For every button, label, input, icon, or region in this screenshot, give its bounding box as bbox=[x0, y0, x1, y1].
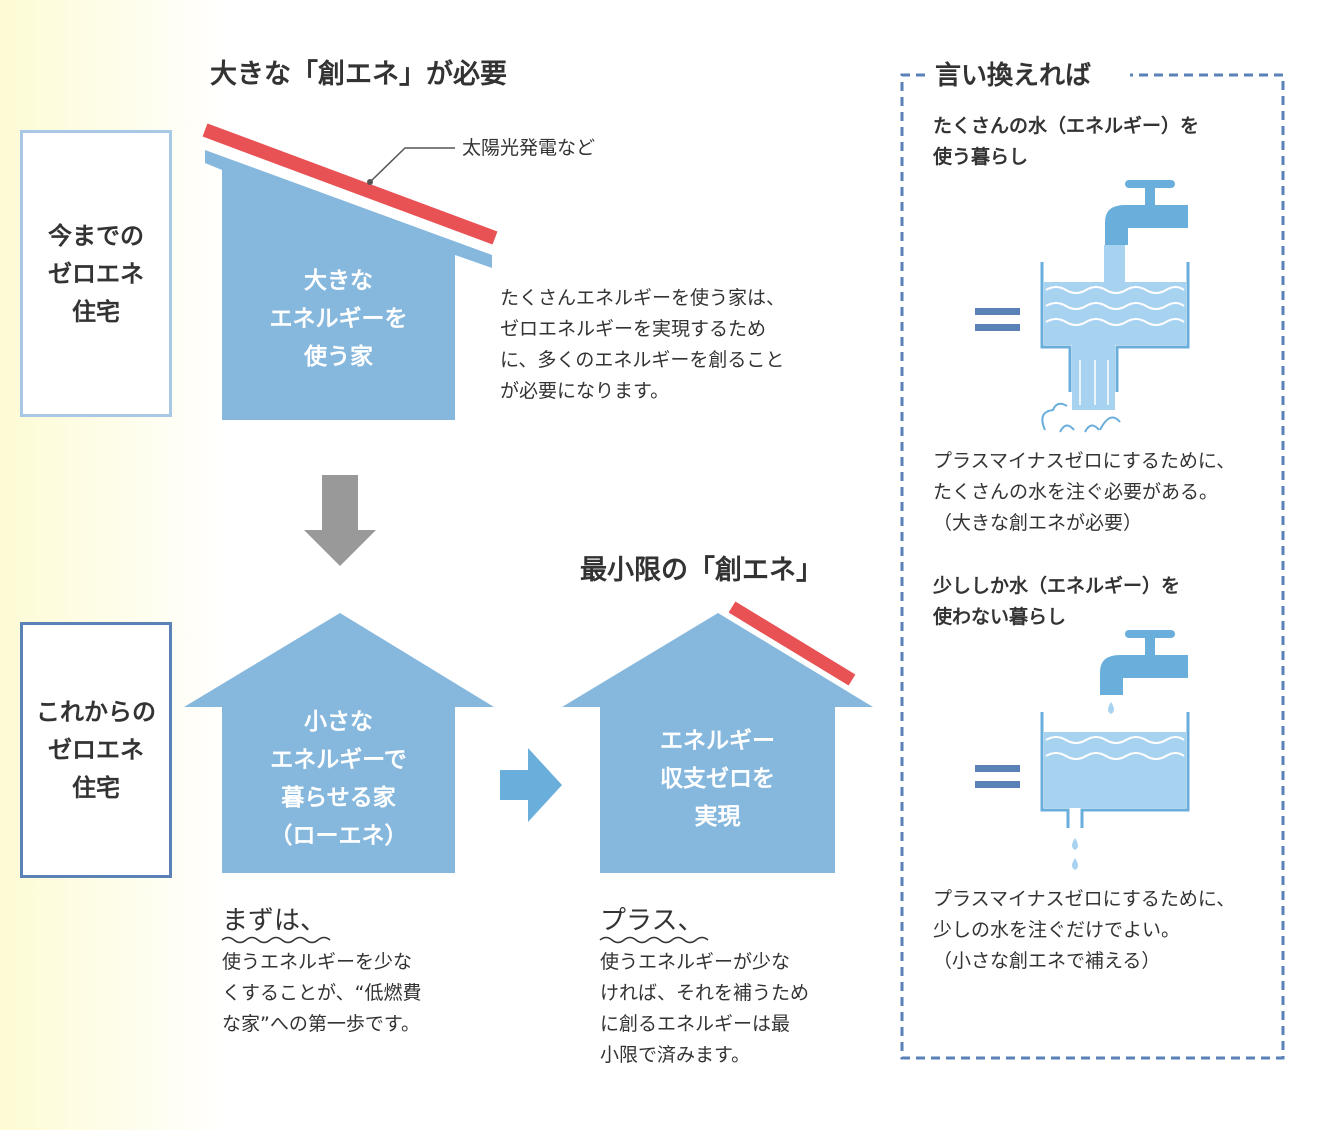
house-text-low-energy: 小さな エネルギーで 暮らせる家 （ローエネ） bbox=[269, 709, 408, 849]
heading-large-creation: 大きな「創エネ」が必要 bbox=[210, 59, 507, 90]
right-arrow bbox=[500, 748, 562, 822]
callout-dot bbox=[367, 179, 373, 185]
equal-sign-1 bbox=[975, 308, 1020, 331]
label-future-zero-energy-house: これからの ゼロエネ 住宅 bbox=[20, 622, 172, 878]
callout-leader-line bbox=[369, 147, 455, 183]
wavy-underline-right bbox=[599, 936, 709, 944]
callout-solar: 太陽光発電など bbox=[462, 137, 596, 159]
water-tank-full bbox=[1040, 180, 1190, 433]
equal-sign-2 bbox=[975, 765, 1020, 788]
solar-panel-top bbox=[202, 123, 498, 245]
down-arrow bbox=[304, 475, 376, 566]
heading-minimum-creation: 最小限の「創エネ」 bbox=[580, 555, 823, 586]
water-tank-drip bbox=[1040, 630, 1190, 870]
zero-energy-house bbox=[562, 613, 873, 873]
side-dashed-frame bbox=[900, 73, 1285, 1060]
solar-panel-small bbox=[728, 601, 856, 686]
subtitle-first: まずは、 bbox=[222, 906, 327, 936]
low-energy-house bbox=[184, 613, 494, 873]
side-heading-little-water: 少ししか水（エネルギー）を 使わない暮らし bbox=[933, 575, 1181, 628]
text-plus: 使うエネルギーが少な ければ、それを補うため に創るエネルギーは最 小限で済みま… bbox=[600, 951, 810, 1066]
side-text-little-water: プラスマイナスゼロにするために、 少しの水を注ぐだけでよい。 （小さな創エネで補… bbox=[933, 888, 1236, 972]
house-text-zero-balance: エネルギー 収支ゼロを 実現 bbox=[660, 728, 775, 830]
side-title: 言い換えれば bbox=[935, 61, 1092, 91]
description-top: たくさんエネルギーを使う家は、 ゼロエネルギーを実現するため に、多くのエネルギ… bbox=[500, 287, 786, 402]
side-text-much-water: プラスマイナスゼロにするために、 たくさんの水を注ぐ必要がある。 （大きな創エネ… bbox=[933, 450, 1236, 534]
wavy-underline-left bbox=[221, 936, 331, 944]
large-energy-house bbox=[205, 150, 492, 420]
subtitle-plus: プラス、 bbox=[600, 906, 704, 936]
side-heading-much-water: たくさんの水（エネルギー）を 使う暮らし bbox=[933, 115, 1200, 168]
label-current-zero-energy-house: 今までの ゼロエネ 住宅 bbox=[20, 130, 172, 417]
house-text-large: 大きな エネルギーを 使う家 bbox=[269, 268, 408, 370]
text-first: 使うエネルギーを少な くすることが、“低燃費 な家”への第一歩です。 bbox=[222, 951, 422, 1035]
